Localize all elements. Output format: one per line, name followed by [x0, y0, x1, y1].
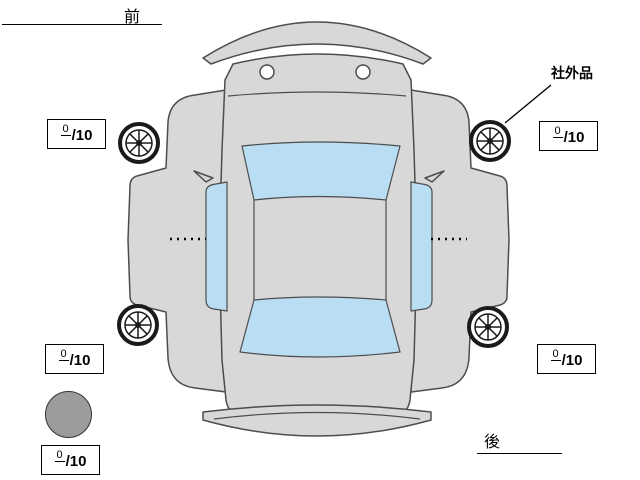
tread-score-front-left: 0 /10: [47, 119, 106, 149]
tread-max: /10: [71, 126, 93, 144]
rear-bumper: [202, 404, 432, 437]
rear-window-glass: [239, 296, 401, 358]
tread-max: /10: [563, 128, 585, 146]
left-door-panel: [127, 89, 227, 393]
front-underline: [2, 24, 162, 25]
tread-max: /10: [561, 351, 583, 369]
front-label: 前: [124, 9, 141, 26]
left-side-window-glass: [205, 181, 228, 312]
aftermarket-pointer-line: [504, 84, 552, 124]
right-side-window-glass: [410, 181, 433, 312]
tread-score-rear-left: 0 /10: [45, 344, 104, 374]
left-mirror-icon: [193, 170, 214, 183]
tread-value: 0: [60, 123, 71, 136]
right-door-panel: [410, 89, 510, 393]
tread-max: /10: [69, 351, 91, 369]
wheel-icon-rear-left: [117, 304, 159, 346]
rear-label: 後: [484, 434, 501, 451]
tread-value: 0: [552, 125, 563, 138]
tread-score-spare: 0 /10: [41, 445, 100, 475]
tread-value: 0: [54, 449, 65, 462]
tread-score-front-right: 0 /10: [539, 121, 598, 151]
wheel-icon-rear-right: [467, 306, 509, 348]
rear-underline: [477, 453, 562, 454]
hood-cowl-line: [227, 91, 407, 97]
tread-score-rear-right: 0 /10: [537, 344, 596, 374]
aftermarket-part-label: 社外品: [551, 65, 593, 81]
center-body: [218, 53, 418, 416]
windshield-glass: [241, 141, 401, 201]
rear-bumper-inner-line: [213, 411, 421, 420]
tread-max: /10: [65, 452, 87, 470]
wheel-icon-front-left: [118, 122, 160, 164]
wheel-icon-front-right: [469, 120, 511, 162]
tread-value: 0: [550, 348, 561, 361]
front-bumper: [202, 21, 432, 65]
spare-tire-icon: [45, 391, 92, 438]
hood-washer-left: [259, 64, 275, 80]
hood-washer-right: [355, 64, 371, 80]
right-mirror-icon: [424, 170, 445, 183]
tread-value: 0: [58, 348, 69, 361]
